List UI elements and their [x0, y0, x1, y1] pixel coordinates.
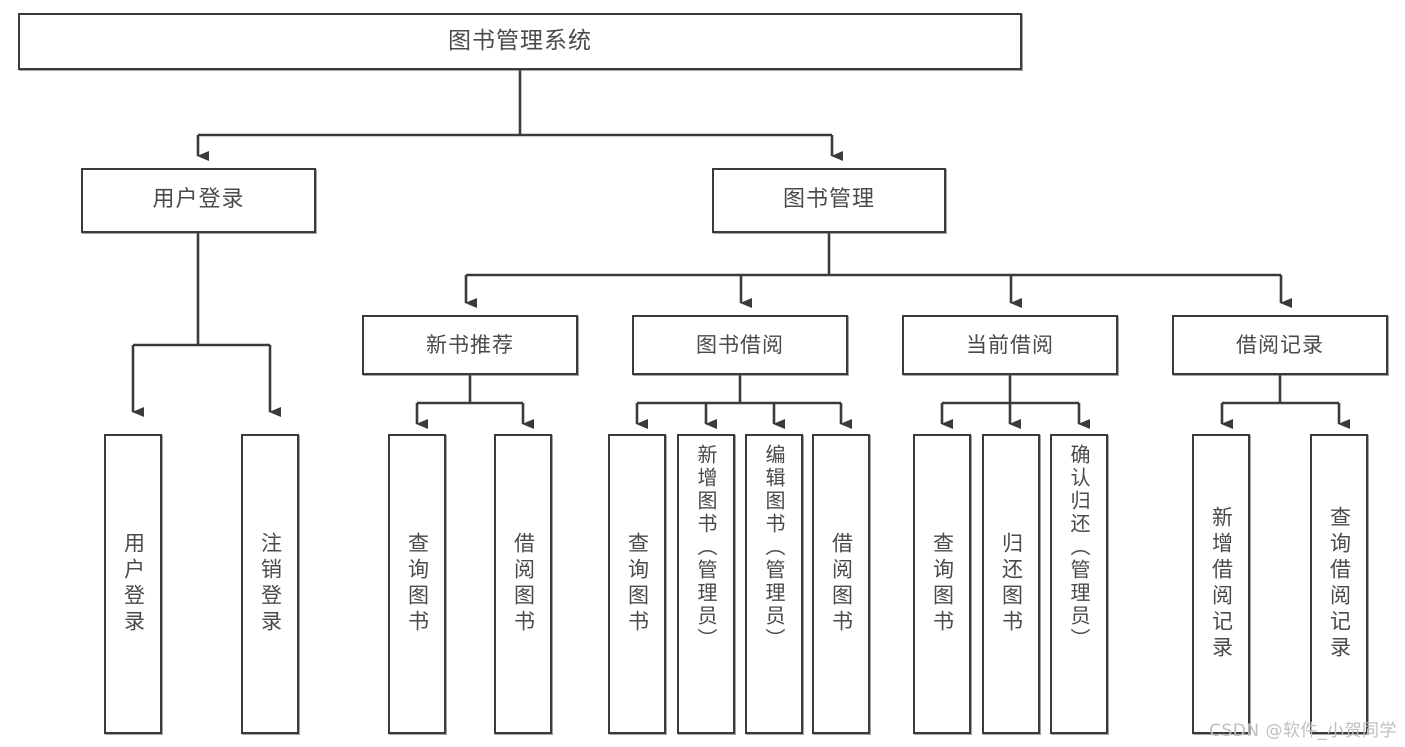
leaf-borrow-add-book-label: 新增图书（管理员）: [694, 444, 718, 651]
node-book-borrow[interactable]: 图书借阅: [632, 315, 848, 375]
leaf-record-add-label: 新增借阅记录: [1209, 506, 1234, 662]
leaf-current-confirm-return[interactable]: 确认归还（管理员）: [1050, 434, 1108, 734]
leaf-record-query[interactable]: 查询借阅记录: [1310, 434, 1368, 734]
leaf-borrow-query[interactable]: 查询图书: [608, 434, 666, 734]
node-new-book-recommend-label: 新书推荐: [426, 332, 514, 357]
node-current-borrow-label: 当前借阅: [966, 332, 1054, 357]
node-user-login-label: 用户登录: [152, 187, 245, 213]
leaf-borrow-add-book[interactable]: 新增图书（管理员）: [677, 434, 735, 734]
leaf-borrow-edit-book-label: 编辑图书（管理员）: [762, 444, 786, 651]
node-book-management-label: 图书管理: [782, 187, 875, 213]
node-user-login[interactable]: 用户登录: [81, 168, 316, 233]
node-root[interactable]: 图书管理系统: [18, 13, 1022, 70]
leaf-user-login-label: 用户登录: [121, 532, 146, 636]
leaf-newbook-borrow[interactable]: 借阅图书: [494, 434, 552, 734]
leaf-current-query[interactable]: 查询图书: [913, 434, 971, 734]
node-borrow-record[interactable]: 借阅记录: [1172, 315, 1388, 375]
csdn-watermark: CSDN @软件_小贺同学: [1209, 721, 1397, 741]
node-book-borrow-label: 图书借阅: [696, 332, 784, 357]
leaf-user-logout[interactable]: 注销登录: [241, 434, 299, 734]
leaf-record-add[interactable]: 新增借阅记录: [1192, 434, 1250, 734]
node-borrow-record-label: 借阅记录: [1236, 332, 1324, 357]
node-current-borrow[interactable]: 当前借阅: [902, 315, 1118, 375]
leaf-current-return-label: 归还图书: [999, 532, 1024, 636]
leaf-record-query-label: 查询借阅记录: [1327, 506, 1352, 662]
leaf-user-logout-label: 注销登录: [258, 532, 283, 636]
node-book-management[interactable]: 图书管理: [712, 168, 946, 233]
leaf-borrow-query-label: 查询图书: [625, 532, 650, 636]
node-new-book-recommend[interactable]: 新书推荐: [362, 315, 578, 375]
leaf-newbook-borrow-label: 借阅图书: [511, 532, 536, 636]
leaf-borrow-lend-book[interactable]: 借阅图书: [812, 434, 870, 734]
leaf-borrow-lend-book-label: 借阅图书: [829, 532, 854, 636]
leaf-current-confirm-return-label: 确认归还（管理员）: [1067, 444, 1091, 651]
leaf-borrow-edit-book[interactable]: 编辑图书（管理员）: [745, 434, 803, 734]
leaf-newbook-query-label: 查询图书: [405, 532, 430, 636]
leaf-current-return[interactable]: 归还图书: [982, 434, 1040, 734]
leaf-user-login[interactable]: 用户登录: [104, 434, 162, 734]
node-root-label: 图书管理系统: [448, 27, 592, 54]
leaf-newbook-query[interactable]: 查询图书: [388, 434, 446, 734]
leaf-current-query-label: 查询图书: [930, 532, 955, 636]
